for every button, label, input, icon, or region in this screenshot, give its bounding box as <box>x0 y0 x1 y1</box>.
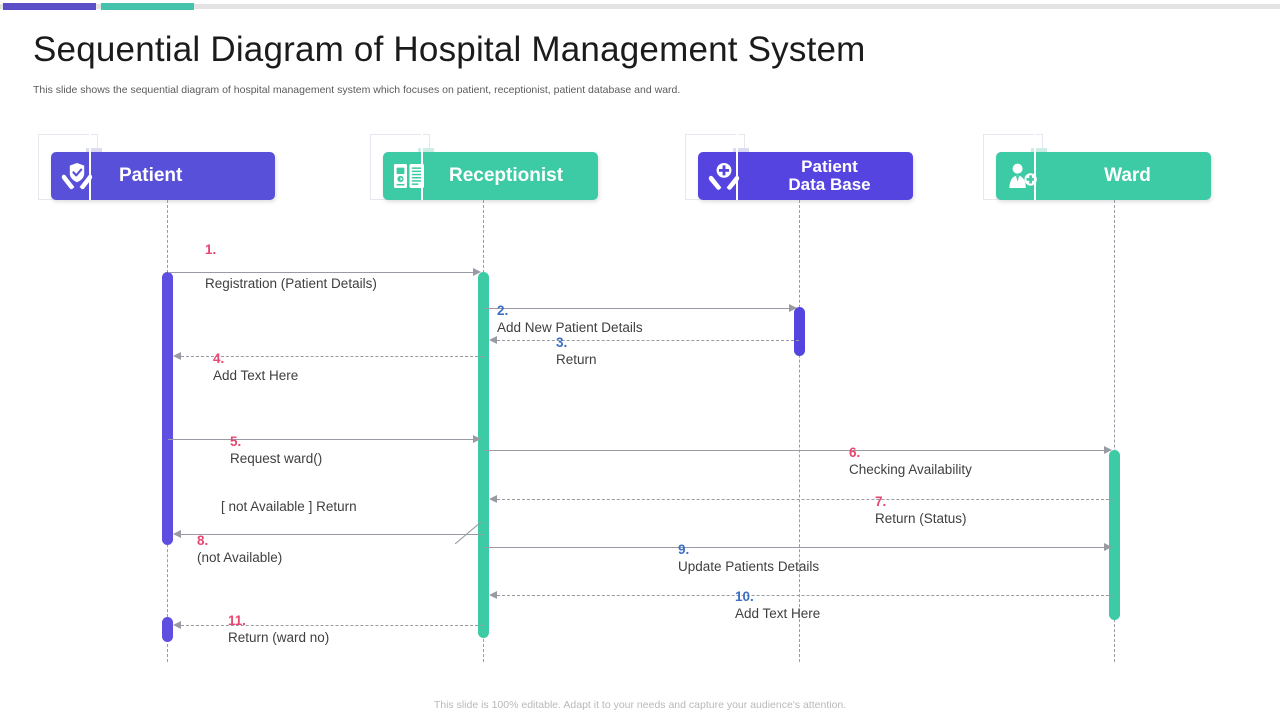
doctor-plus-icon <box>996 152 1048 200</box>
message-label-3: 3. Return <box>556 318 597 369</box>
message-text-10: Add Text Here <box>735 605 821 621</box>
message-number-7: 7. <box>875 493 887 509</box>
actor-header-receptionist[interactable]: Receptionist <box>370 134 598 200</box>
actor-divider-line <box>421 134 423 200</box>
message-line <box>497 499 1114 500</box>
actor-bar-ward: Ward <box>996 152 1211 200</box>
message-text-5: Request ward() <box>230 450 323 466</box>
message-label-5: 5. Request ward() <box>230 417 322 468</box>
message-number-4: 4. <box>213 350 225 366</box>
actor-label-ward: Ward <box>1104 165 1151 187</box>
actor-divider-line <box>1034 134 1036 200</box>
actor-bar-receptionist: Receptionist <box>383 152 598 200</box>
actor-divider-line <box>89 134 91 200</box>
slide-footer-note: This slide is 100% editable. Adapt it to… <box>433 699 847 711</box>
activation-bar-database <box>794 307 805 356</box>
message-line <box>181 534 483 535</box>
arrowhead-left-icon <box>173 621 181 629</box>
message-label-6: 6. Checking Availability <box>849 428 972 479</box>
arrowhead-right-icon <box>789 304 797 312</box>
arrowhead-left-icon <box>173 530 181 538</box>
message-number-5: 5. <box>230 433 242 449</box>
message-line <box>497 595 1114 596</box>
message-label-10: 10. Add Text Here <box>735 572 820 623</box>
message-label-2: 2. Add New Patient Details <box>497 286 643 337</box>
message-text-4: Add Text Here <box>213 367 299 383</box>
message-text-1: Registration (Patient Details) <box>205 275 377 291</box>
message-line <box>484 547 1107 548</box>
arrowhead-left-icon <box>489 336 497 344</box>
activation-bar-receptionist <box>478 272 489 638</box>
message-line <box>484 308 792 309</box>
top-accent-purple <box>3 3 96 10</box>
message-text-9: Update Patients Details <box>678 558 820 574</box>
activation-bar-patient-end <box>162 617 173 642</box>
message-number-10: 10. <box>735 588 754 604</box>
message-line <box>181 625 483 626</box>
message-line <box>181 356 483 357</box>
message-number-1: 1. <box>205 241 217 257</box>
actor-label-database: Patient Data Base <box>788 157 871 194</box>
arrowhead-left-icon <box>173 352 181 360</box>
message-label-8: [ not Available ] Return 8. (not Availab… <box>197 482 437 566</box>
message-line <box>168 272 476 273</box>
message-number-2: 2. <box>497 302 509 318</box>
message-label-1: 1. Registration (Patient Details) <box>205 225 465 293</box>
message-line <box>168 439 476 440</box>
message-line <box>497 340 799 341</box>
arrowhead-right-icon <box>1104 446 1112 454</box>
message-number-9: 9. <box>678 541 690 557</box>
message-text-3: Return <box>556 351 597 367</box>
message-text-8-line2: (not Available) <box>197 549 283 565</box>
actor-header-database[interactable]: Patient Data Base <box>685 134 913 200</box>
activation-bar-ward <box>1109 450 1120 620</box>
arrowhead-right-icon <box>1104 543 1112 551</box>
actor-label-receptionist: Receptionist <box>449 165 564 187</box>
clipboard-document-icon <box>383 152 435 200</box>
message-number-6: 6. <box>849 444 861 460</box>
arrowhead-right-icon <box>473 435 481 443</box>
message-label-11: 11. Return (ward no) <box>228 596 329 647</box>
message-number-3: 3. <box>556 334 568 350</box>
top-accent-track <box>0 4 1280 9</box>
message-label-7: 7. Return (Status) <box>875 477 967 528</box>
message-text-2: Add New Patient Details <box>497 319 643 335</box>
arrowhead-left-icon <box>489 591 497 599</box>
arrowhead-right-icon <box>473 268 481 276</box>
message-text-6: Checking Availability <box>849 461 972 477</box>
actor-header-patient[interactable]: Patient <box>38 134 275 200</box>
message-number-8: 8. <box>197 532 209 548</box>
message-number-11: 11. <box>228 612 247 628</box>
message-8-return-diagonal <box>454 521 485 545</box>
message-label-4: 4. Add Text Here <box>213 334 298 385</box>
hands-medical-cross-icon <box>698 152 750 200</box>
activation-bar-patient-main <box>162 272 173 545</box>
actor-bar-database: Patient Data Base <box>698 152 913 200</box>
actor-label-patient: Patient <box>119 165 183 187</box>
arrowhead-left-icon <box>489 495 497 503</box>
actor-bar-patient: Patient <box>51 152 275 200</box>
message-label-9: 9. Update Patients Details <box>678 525 819 576</box>
hands-shield-heart-icon <box>51 152 103 200</box>
lifeline-database <box>799 200 800 662</box>
page-subtitle: This slide shows the sequential diagram … <box>33 84 681 96</box>
top-accent-teal <box>101 3 194 10</box>
actor-divider-line <box>736 134 738 200</box>
message-text-8-line1: [ not Available ] Return <box>221 498 357 514</box>
page-title: Sequential Diagram of Hospital Managemen… <box>33 30 866 69</box>
message-text-7: Return (Status) <box>875 510 967 526</box>
message-text-11: Return (ward no) <box>228 629 330 645</box>
lifeline-ward <box>1114 200 1115 662</box>
message-line <box>484 450 1107 451</box>
actor-header-ward[interactable]: Ward <box>983 134 1211 200</box>
